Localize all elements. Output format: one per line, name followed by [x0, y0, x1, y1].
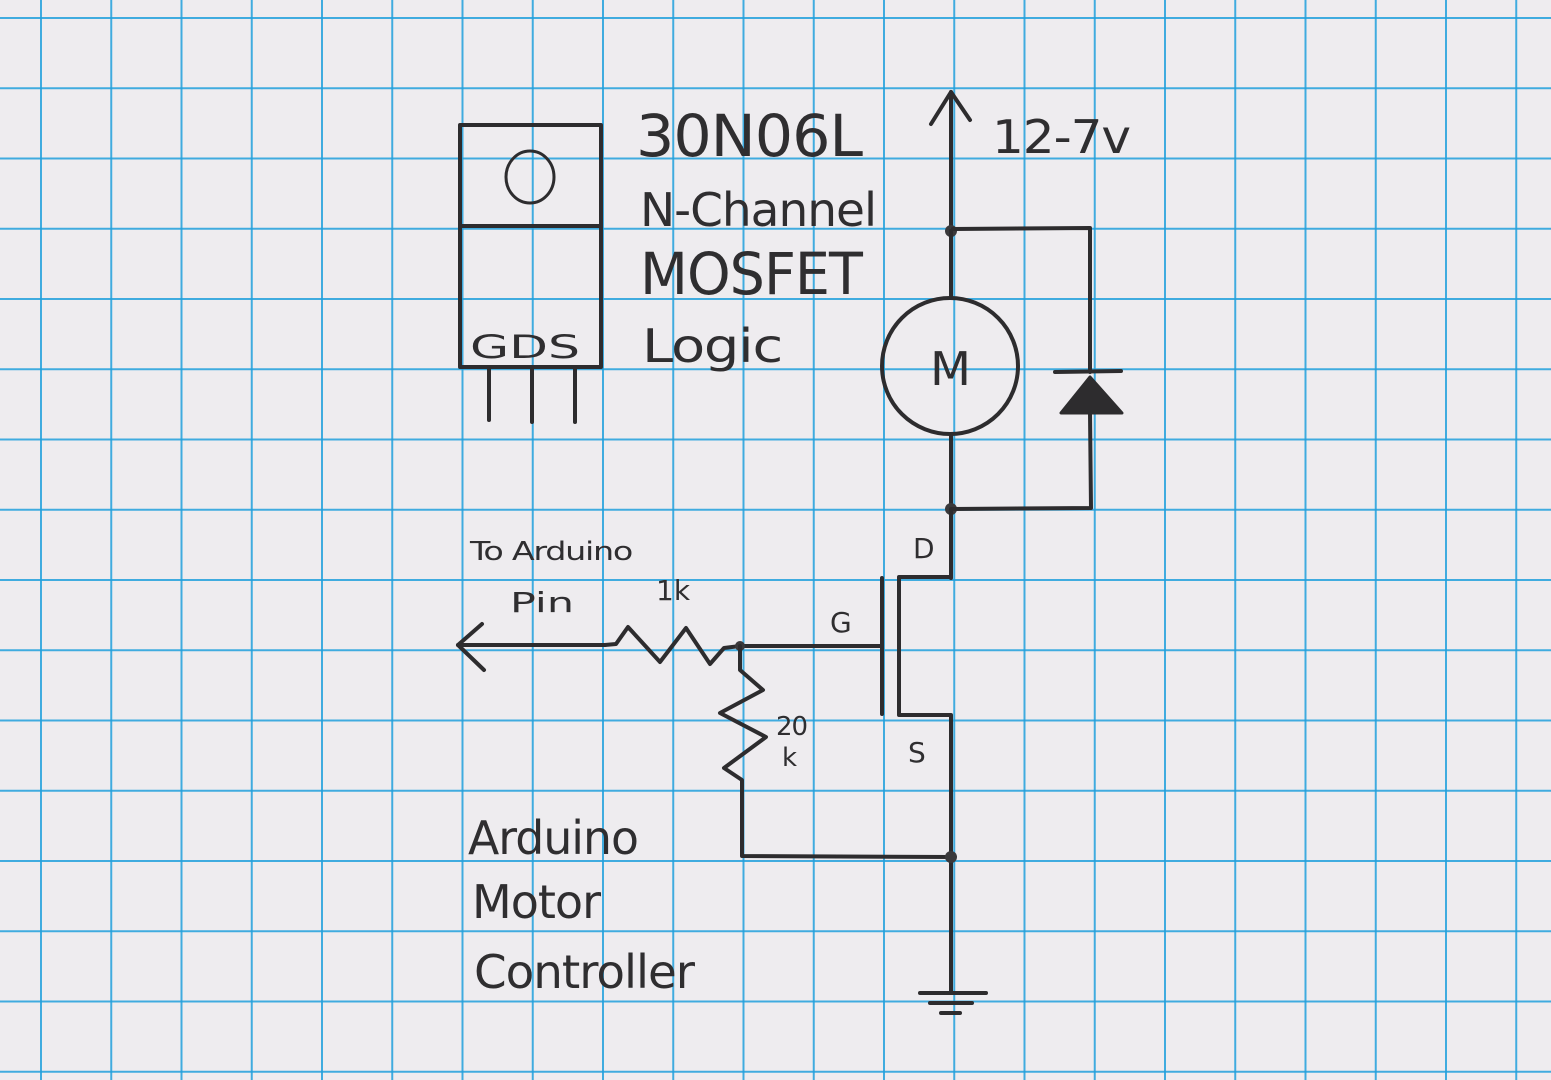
package-outline: [458, 123, 603, 369]
flyback-diode: [951, 226, 1124, 511]
mosfet-gate-label: G: [830, 606, 852, 639]
title-line-3: Controller: [474, 945, 695, 999]
mosfet-drain-label: D: [913, 532, 935, 565]
diode-cathode-bar: [1053, 369, 1123, 374]
mosfet-symbol: D G S: [830, 507, 953, 995]
supply-voltage-label: 12-7v: [992, 110, 1130, 164]
part-type-line-3: Logic: [642, 319, 782, 373]
motor-branch: M: [880, 225, 1020, 580]
title-line-2: Motor: [472, 875, 601, 929]
gate-resistor-label: 1k: [656, 574, 691, 607]
package-pin-labels: GDS: [470, 328, 580, 366]
gate-input: To Arduino Pin 1k: [456, 537, 884, 672]
pulldown-resistor-icon: [718, 644, 953, 859]
pulldown-resistor-label-bottom: k: [782, 743, 797, 773]
diagram-title: Arduino Motor Controller: [468, 811, 696, 999]
input-arrow-icon: [456, 622, 486, 672]
pulldown-resistor-label-top: 20: [776, 712, 807, 742]
mosfet-channel: [897, 507, 953, 995]
diode-bottom-wire: [951, 411, 1093, 511]
pulldown-resistor: 20 k: [718, 644, 957, 863]
part-number: 30N06L: [636, 102, 863, 170]
ground-symbol: [918, 991, 988, 1015]
supply-rail: 12-7v: [929, 90, 1131, 232]
diode-top-wire: [951, 226, 1092, 374]
mosfet-source-label: S: [908, 736, 926, 769]
junction-dot: [945, 851, 957, 863]
part-type-line-2: MOSFET: [640, 240, 863, 308]
diode-icon: [1059, 375, 1124, 415]
part-description: 30N06L N-Channel MOSFET Logic: [636, 102, 877, 373]
input-label-line-2: Pin: [510, 586, 574, 619]
gate-resistor-icon: [603, 625, 742, 666]
motor-label: M: [930, 342, 970, 396]
mounting-hole-icon: [504, 149, 556, 205]
supply-arrow-icon: [929, 90, 972, 126]
input-label-line-1: To Arduino: [469, 537, 632, 567]
part-type-line-1: N-Channel: [640, 183, 876, 237]
to220-package: GDS: [458, 123, 603, 424]
title-line-1: Arduino: [468, 811, 638, 865]
